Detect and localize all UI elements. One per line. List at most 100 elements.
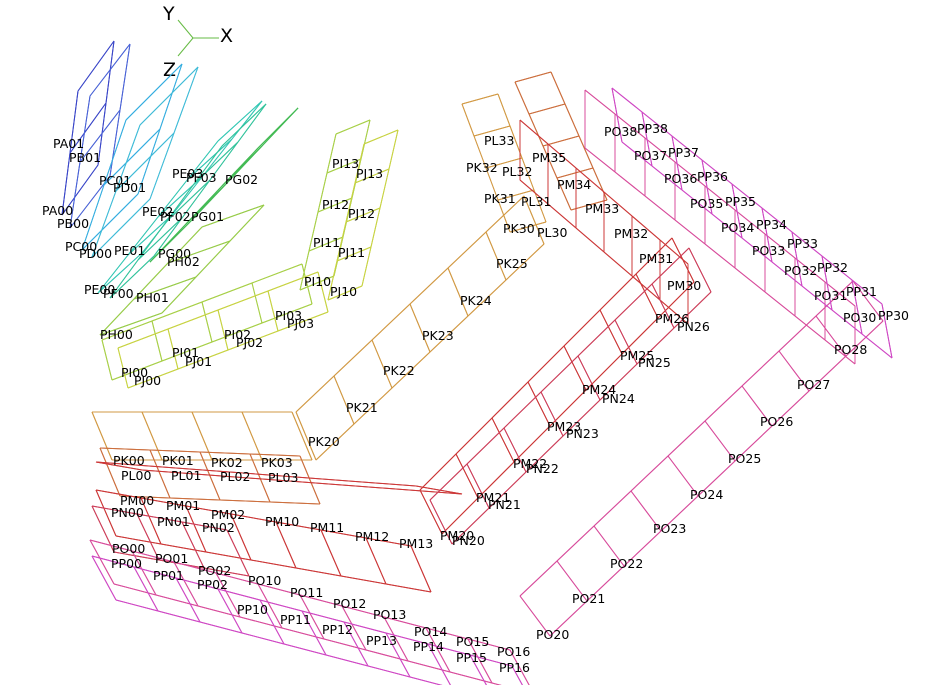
panel-edge-pj1 [361, 246, 372, 287]
panel-edge-pi [151, 320, 163, 362]
panel-edge-po2 [778, 315, 817, 352]
panel-label-pn25: PN25 [638, 355, 671, 370]
panel-edge-pl [199, 451, 221, 501]
panel-edge-pl3 [592, 167, 608, 201]
panel-edge-ph [133, 276, 197, 300]
panel-edge-pi [161, 341, 213, 362]
panel-label-pp02: PP02 [197, 577, 228, 592]
panel-label-pm26: PM26 [655, 311, 689, 326]
panel-label-pg02: PG02 [225, 172, 258, 187]
panel-edge-po2 [741, 350, 780, 387]
panel-edge-pp0 [409, 676, 443, 685]
panel-edge-pp3 [671, 135, 683, 191]
panel-edge-pj1 [345, 182, 356, 223]
panel-edge-pk [241, 411, 263, 461]
panel-edge-pk2 [353, 387, 393, 425]
panel-edge-pm0 [340, 575, 387, 585]
panel-edge-pm3 [603, 191, 633, 217]
panel-label-pp38: PP38 [637, 121, 668, 136]
panel-edge-pi1 [308, 236, 344, 252]
panel-edge-pn0 [91, 505, 138, 515]
panel-label-pn21: PN21 [488, 497, 521, 512]
panel-edge-pd [91, 198, 151, 258]
panel-edge-po0 [383, 616, 427, 629]
panel-label-po31: PO31 [814, 288, 847, 303]
panel-edge-pm2 [635, 273, 659, 319]
panel-edge-po3 [674, 161, 706, 187]
panel-edge-pe [231, 100, 263, 140]
panel-label-pj13: PJ13 [356, 166, 383, 181]
y-axis-line [177, 19, 194, 39]
panel-edge-pl3 [578, 135, 594, 169]
panel-edge-pj1 [354, 143, 365, 184]
panel-label-pm31: PM31 [639, 251, 673, 266]
panel-label-pp16: PP16 [499, 660, 530, 675]
panel-label-pg00: PG00 [158, 246, 191, 261]
panel-label-pi13: PI13 [332, 156, 359, 171]
panel-label-pm12: PM12 [355, 529, 389, 544]
panel-edge-pk2 [333, 339, 373, 377]
panel-edge-pl3 [542, 145, 558, 179]
panel-edge-pi1 [317, 172, 328, 213]
panel-label-pp11: PP11 [280, 612, 311, 627]
panel-edge-pi [301, 263, 313, 305]
panel-edge-pm0 [320, 529, 342, 577]
y-axis-label: Y [162, 3, 175, 25]
panel-edge-pd [139, 66, 199, 126]
panel-label-po33: PO33 [752, 243, 785, 258]
axis-triad: X Y Z [162, 3, 233, 81]
panel-label-pp31: PP31 [846, 284, 877, 299]
panel-edge-pm [141, 469, 463, 495]
panel-label-pe00: PE00 [84, 282, 115, 297]
panel-edge-pm3 [659, 299, 689, 325]
panel-edge-pk [141, 411, 163, 461]
panel-label-po24: PO24 [690, 487, 723, 502]
panel-edge-po0 [131, 550, 175, 563]
panel-edge-pn2 [688, 247, 712, 293]
panel-edge-pe [97, 254, 129, 294]
panel-edge-pi [251, 263, 303, 284]
panel-edge-pk3 [461, 103, 475, 137]
panel-edge-pl [269, 501, 321, 505]
panel-edge-ph [99, 298, 135, 336]
panel-label-po16: PO16 [497, 644, 530, 659]
panel-edge-pj1 [327, 260, 338, 301]
panel-edge-pd [115, 132, 175, 192]
panel-edge-po0 [197, 605, 241, 618]
panel-edge-pl3 [528, 113, 544, 147]
panel-edge-pm0 [185, 505, 232, 515]
panel-edge-pn0 [113, 551, 160, 561]
panel-edge-pp0 [343, 621, 387, 634]
panel-label-pm10: PM10 [265, 514, 299, 529]
panel-edge-pl [249, 453, 271, 503]
panel-label-pn23: PN23 [566, 426, 599, 441]
panel-edge-pn2 [525, 435, 564, 473]
panel-edge-po0 [425, 627, 469, 640]
panel-edge-pm0 [365, 537, 412, 547]
panel-edge-pn2 [599, 363, 638, 401]
panel-label-pm24: PM24 [582, 382, 616, 397]
panel-edge-pi1 [299, 275, 335, 291]
panel-edge-pk2 [333, 375, 355, 425]
panel-label-pi12: PI12 [322, 197, 349, 212]
panel-edge-pm0 [230, 513, 252, 561]
panel-label-po02: PO02 [198, 563, 231, 578]
panel-label-po36: PO36 [664, 171, 697, 186]
panel-edge-pi1 [326, 133, 337, 174]
panel-edge-pm0 [230, 513, 277, 523]
panel-edge-po0 [173, 561, 199, 607]
panel-edge-pk3 [509, 221, 547, 233]
panel-edge-pa [69, 102, 107, 154]
panel-label-po12: PO12 [333, 596, 366, 611]
panel-edge-po0 [341, 605, 367, 651]
panel-edge-pl [249, 453, 301, 457]
panel-edge-pl [149, 449, 201, 453]
panel-edge-po2 [660, 495, 699, 532]
panel-edge-pk3 [485, 157, 523, 169]
panel-label-pm35: PM35 [532, 150, 566, 165]
panel-edge-pm2 [477, 461, 515, 499]
panel-edge-ph [229, 204, 265, 242]
panel-edge-po3 [764, 291, 796, 317]
panel-edge-po3 [734, 267, 766, 293]
panel-edge-po2 [852, 280, 884, 322]
